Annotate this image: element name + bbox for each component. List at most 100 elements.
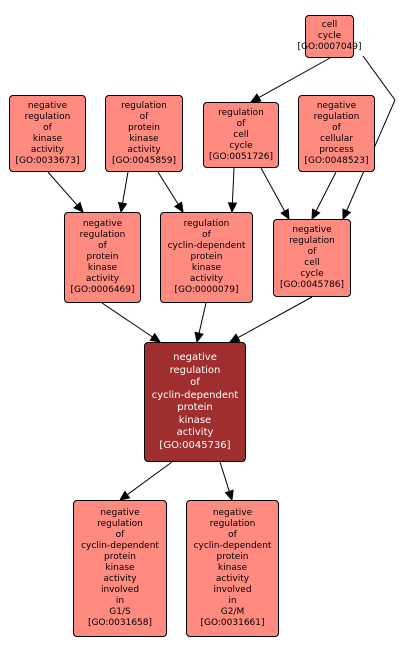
edge-line — [315, 171, 337, 212]
node-label-line: regulation — [218, 107, 264, 118]
node-label-line: negative — [212, 508, 253, 518]
edge-arrowhead — [149, 332, 162, 343]
node-label-line: negative — [100, 508, 140, 518]
node-label-line: kinase — [105, 563, 135, 573]
node-label-line: of — [332, 122, 341, 133]
node-label-line: involved — [213, 585, 252, 595]
node-label-line: involved — [100, 585, 140, 595]
node-label-line: protein — [104, 552, 136, 562]
edge-arrowhead — [249, 93, 262, 103]
node-label-line: activity — [85, 274, 120, 284]
node-label-line: regulation — [289, 236, 335, 246]
node-label-line: kinase — [87, 263, 118, 273]
edge-line — [101, 302, 153, 338]
node-label-line: [GO:0031661] — [200, 618, 265, 628]
edge-line — [258, 57, 331, 99]
node-label-line: regulation — [121, 100, 167, 111]
edge-line — [219, 461, 230, 492]
node-label-line: protein — [128, 122, 160, 133]
edge-arrowhead — [73, 201, 84, 213]
node-label-line: regulation — [313, 111, 360, 122]
node-label-line: cycle — [229, 140, 253, 151]
node-label-line: activity — [189, 274, 224, 284]
node-label-line: kinase — [191, 263, 222, 273]
node-label-line: kinase — [217, 563, 248, 573]
node-label-line: cyclin-dependent — [167, 241, 246, 251]
edge-arrowhead — [194, 331, 204, 344]
node-label-line: of — [236, 118, 246, 129]
node-label-line: activity — [30, 144, 65, 155]
edge-line — [122, 171, 129, 204]
node-label-line: cyclin-dependent — [81, 541, 159, 551]
node-label-line: negative — [316, 100, 357, 111]
node-label-line: [GO:0031658] — [87, 618, 153, 628]
node-label-line: G1/S — [109, 607, 131, 617]
node-label-line: [GO:0000079] — [174, 285, 239, 295]
edge-line — [157, 171, 179, 205]
node-label-line: activity — [176, 427, 214, 438]
node-label-line: of — [202, 230, 211, 240]
node-label-line: [GO:0048523] — [304, 155, 369, 166]
node-label-line: cycle — [317, 31, 342, 41]
edge-line — [198, 302, 207, 334]
edge-arrowhead — [173, 201, 184, 214]
node-label-line: protein — [86, 252, 119, 262]
edge-arrowhead — [227, 202, 238, 214]
node-label-line: negative — [82, 219, 123, 229]
node-label-line: cellular — [320, 133, 353, 144]
edge-arrowhead — [280, 208, 290, 221]
node-label-line: in — [228, 596, 237, 606]
node-label-line: of — [115, 530, 125, 540]
node-label-line: cyclin-dependent — [151, 389, 239, 401]
edge-line — [47, 171, 78, 206]
node-label-line: regulation — [79, 230, 126, 240]
node-label-line: cell — [304, 258, 320, 268]
node-label-line: of — [43, 122, 52, 133]
node-label-line: cell — [321, 20, 338, 30]
node-label-line: negative — [27, 100, 68, 111]
node-label-line: regulation — [169, 364, 221, 376]
node-label-line: in — [115, 596, 125, 606]
node-label-line: [GO:0006469] — [70, 285, 135, 295]
node-label-line: cell — [233, 129, 249, 140]
node-label-line: [GO:0045786] — [279, 280, 345, 290]
edge-line — [260, 167, 286, 212]
edge-arrowhead — [117, 201, 128, 214]
node-label-line: of — [307, 247, 317, 257]
node-label-line: [GO:0051726] — [208, 151, 274, 162]
node-label-line: protein — [216, 552, 249, 562]
node-label-line: activity — [215, 574, 250, 584]
node-label-line: negative — [173, 352, 217, 363]
node-label-line: process — [319, 144, 354, 155]
node-label-line: regulation — [183, 219, 230, 229]
edge-arrowhead — [224, 489, 234, 502]
edge-line — [231, 167, 235, 204]
node-label-line: activity — [103, 574, 137, 584]
node-label-line: protein — [177, 402, 213, 413]
node-label-line: regulation — [97, 519, 143, 529]
node-label-line: cycle — [300, 269, 324, 279]
node-label-line: of — [139, 111, 149, 122]
node-label-line: [GO:0033673] — [15, 155, 80, 166]
node-label-line: regulation — [24, 111, 71, 122]
node-label-line: [GO:0045736] — [159, 439, 231, 451]
edge-line — [346, 55, 396, 211]
node-label-line: cyclin-dependent — [193, 541, 272, 551]
node-label-line: activity — [127, 144, 161, 155]
edge-arrowhead — [119, 490, 131, 501]
node-label-line: negative — [292, 225, 332, 235]
node-label-line: kinase — [178, 414, 212, 426]
